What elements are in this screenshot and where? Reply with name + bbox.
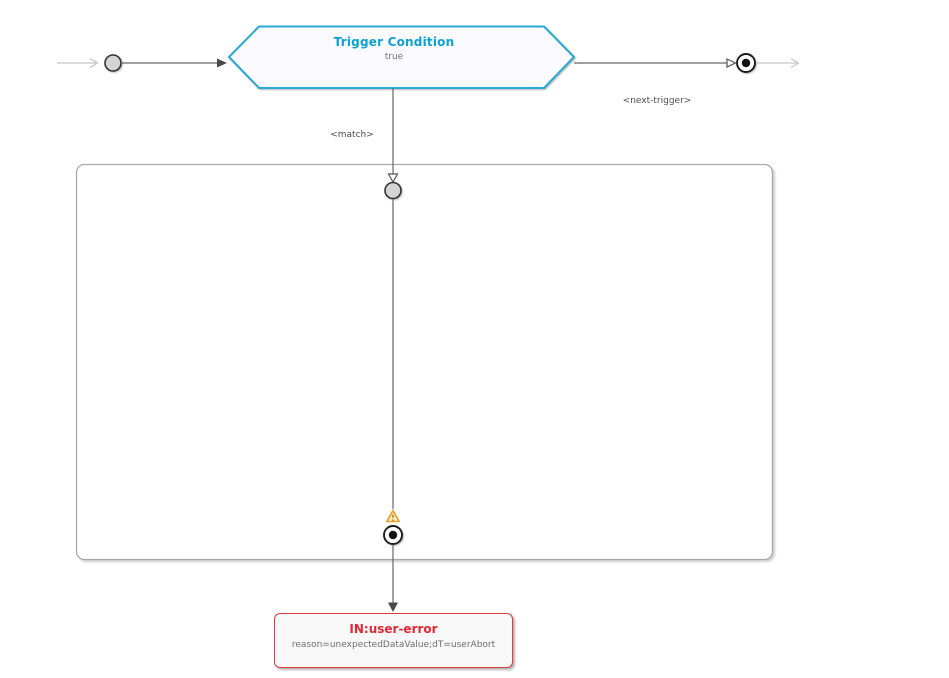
edge-trigger-to-next	[574, 58, 737, 68]
edge-to-error-node	[388, 544, 398, 612]
trigger-condition-label: Trigger Condition true	[229, 35, 559, 62]
user-error-details: reason=unexpectedDataValue;dT=userAbort	[291, 640, 496, 650]
edge-start-to-trigger	[122, 58, 227, 68]
trigger-condition-title: Trigger Condition	[333, 35, 455, 49]
match-start-state-icon[interactable]	[384, 181, 402, 200]
trigger-condition-node[interactable]	[228, 25, 575, 89]
warning-icon[interactable]	[386, 509, 400, 523]
next-trigger-edge-label: <next-trigger>	[622, 96, 692, 106]
outgoing-flow-arrow	[757, 57, 800, 69]
start-state-icon[interactable]	[104, 54, 122, 72]
final-state-icon[interactable]	[736, 53, 756, 73]
incoming-flow-arrow	[57, 57, 99, 69]
match-final-state-icon[interactable]	[383, 525, 403, 545]
compound-state-container[interactable]	[75, 163, 774, 561]
edge-trigger-to-match	[387, 88, 399, 184]
trigger-condition-expression: true	[384, 52, 404, 62]
match-edge-label: <match>	[330, 130, 374, 140]
user-error-node[interactable]: IN:user-error reason=unexpectedDataValue…	[274, 613, 513, 668]
user-error-title: IN:user-error	[349, 622, 438, 636]
